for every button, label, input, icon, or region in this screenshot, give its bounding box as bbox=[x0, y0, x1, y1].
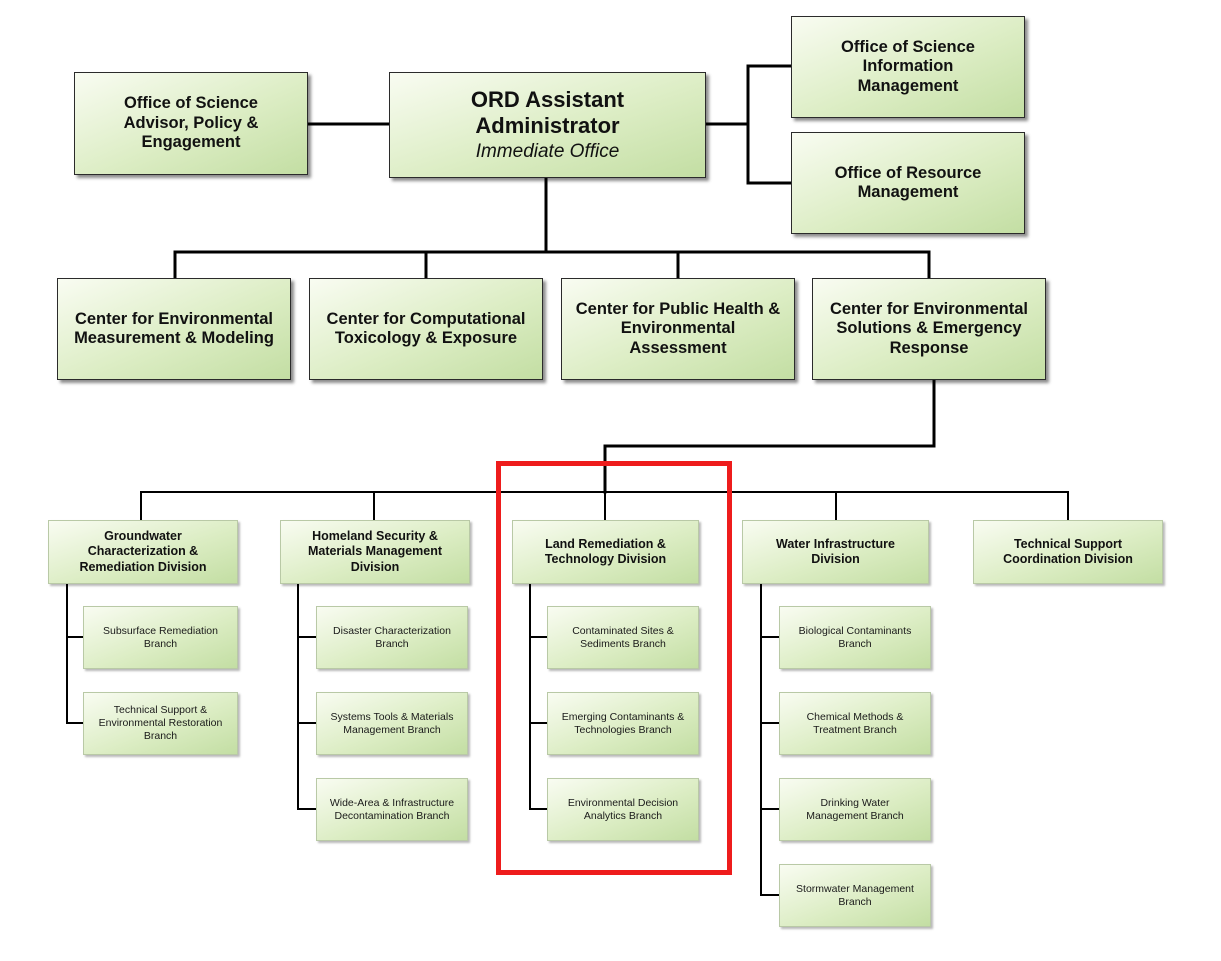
branch-box: Technical Support & Environmental Restor… bbox=[83, 692, 238, 755]
branch-label: Biological Contaminants Branch bbox=[798, 624, 912, 650]
branch-box: Stormwater Management Branch bbox=[779, 864, 931, 927]
branch-label: Emerging Contaminants & Technologies Bra… bbox=[561, 710, 685, 736]
office-info-management-box: Office of Science Information Management bbox=[791, 16, 1025, 118]
branch-box: Biological Contaminants Branch bbox=[779, 606, 931, 669]
office-resource-management-box: Office of Resource Management bbox=[791, 132, 1025, 234]
branch-box: Systems Tools & Materials Management Bra… bbox=[316, 692, 468, 755]
center-box: Center for Public Health & Environmental… bbox=[561, 278, 795, 380]
division-box: Land Remediation & Technology Division bbox=[512, 520, 699, 584]
branch-label: Chemical Methods & Treatment Branch bbox=[806, 710, 904, 736]
ord-assistant-administrator-box: ORD Assistant Administrator Immediate Of… bbox=[389, 72, 706, 178]
branch-box: Subsurface Remediation Branch bbox=[83, 606, 238, 669]
branch-label: Systems Tools & Materials Management Bra… bbox=[330, 710, 454, 736]
ord-title: ORD Assistant Administrator bbox=[470, 86, 625, 138]
division-box: Homeland Security & Materials Management… bbox=[280, 520, 470, 584]
branch-label: Contaminated Sites & Sediments Branch bbox=[572, 624, 674, 650]
division-box: Technical Support Coordination Division bbox=[973, 520, 1163, 584]
ord-subtitle: Immediate Office bbox=[475, 140, 620, 162]
branch-box: Chemical Methods & Treatment Branch bbox=[779, 692, 931, 755]
division-box: Groundwater Characterization & Remediati… bbox=[48, 520, 238, 584]
center-label: Center for Environmental Solutions & Eme… bbox=[829, 299, 1029, 357]
branch-label: Wide-Area & Infrastructure Decontaminati… bbox=[329, 796, 455, 822]
branch-box: Contaminated Sites & Sediments Branch bbox=[547, 606, 699, 669]
branch-box: Drinking Water Management Branch bbox=[779, 778, 931, 841]
branch-box: Environmental Decision Analytics Branch bbox=[547, 778, 699, 841]
center-label: Center for Computational Toxicology & Ex… bbox=[326, 309, 526, 347]
center-box: Center for Environmental Solutions & Eme… bbox=[812, 278, 1046, 380]
branch-label: Technical Support & Environmental Restor… bbox=[98, 704, 223, 742]
division-label: Technical Support Coordination Division bbox=[1003, 536, 1133, 566]
office-info-management-label: Office of Science Information Management bbox=[841, 37, 975, 95]
office-science-advisor-box: Office of Science Advisor, Policy & Enga… bbox=[74, 72, 308, 175]
division-box: Water Infrastructure Division bbox=[742, 520, 929, 584]
office-science-advisor-label: Office of Science Advisor, Policy & Enga… bbox=[123, 94, 259, 152]
branch-box: Wide-Area & Infrastructure Decontaminati… bbox=[316, 778, 468, 841]
branch-box: Emerging Contaminants & Technologies Bra… bbox=[547, 692, 699, 755]
division-label: Land Remediation & Technology Division bbox=[544, 536, 667, 566]
division-label: Homeland Security & Materials Management… bbox=[307, 529, 443, 574]
branch-label: Environmental Decision Analytics Branch bbox=[567, 796, 679, 822]
center-label: Center for Public Health & Environmental… bbox=[575, 299, 781, 357]
division-label: Groundwater Characterization & Remediati… bbox=[79, 529, 207, 574]
branch-label: Subsurface Remediation Branch bbox=[103, 624, 218, 650]
office-resource-management-label: Office of Resource Management bbox=[834, 163, 982, 201]
center-box: Center for Computational Toxicology & Ex… bbox=[309, 278, 543, 380]
center-label: Center for Environmental Measurement & M… bbox=[74, 309, 274, 347]
branch-label: Stormwater Management Branch bbox=[796, 882, 914, 908]
branch-label: Drinking Water Management Branch bbox=[806, 796, 904, 822]
division-label: Water Infrastructure Division bbox=[775, 536, 895, 566]
branch-box: Disaster Characterization Branch bbox=[316, 606, 468, 669]
branch-label: Disaster Characterization Branch bbox=[333, 624, 451, 650]
highlight-frame bbox=[496, 461, 732, 875]
center-box: Center for Environmental Measurement & M… bbox=[57, 278, 291, 380]
